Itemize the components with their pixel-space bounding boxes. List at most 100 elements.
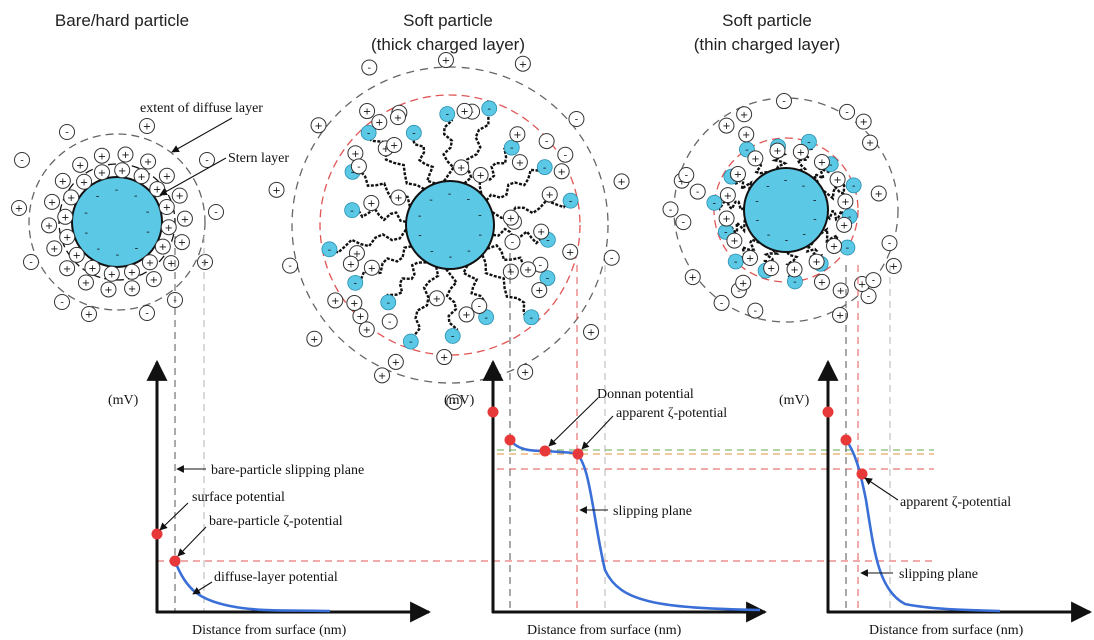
bulk-ion-sign: - (65, 128, 69, 139)
surface-charge: - (478, 230, 482, 241)
bulk-ion-sign: - (288, 261, 292, 272)
surface-charge: - (97, 244, 101, 255)
label-bare-slipping: bare-particle slipping plane (211, 463, 364, 478)
mobile-ion-sign: - (388, 317, 392, 328)
label-diffuse-layer: diffuse-layer potential (214, 570, 338, 585)
polymer-chain (411, 130, 436, 185)
surface-charge: - (449, 252, 453, 263)
p2-donnan-marker (539, 445, 551, 457)
panel3-subtitle: (thin charged layer) (694, 35, 840, 54)
p1-potential-curve (173, 560, 331, 613)
stern-cation-sign: + (98, 168, 106, 179)
bulk-ion (514, 55, 531, 72)
p2-ylabel: (mV) (444, 393, 475, 408)
mobile-ion (504, 233, 521, 250)
bulk-ion-sign: - (453, 398, 457, 409)
inner-cation-sign: + (724, 191, 732, 202)
mobile-ion-sign: + (356, 312, 364, 323)
fixed-charge (481, 100, 498, 117)
inner-cation (769, 142, 786, 159)
mobile-ion (472, 167, 489, 184)
diffuse-cation-sign: + (150, 275, 158, 286)
inner-cation-sign: + (833, 175, 841, 186)
bulk-ion (11, 200, 27, 216)
bulk-ion-sign: + (272, 185, 280, 196)
bulk-ion (199, 152, 215, 168)
bulk-ion (718, 117, 735, 134)
bulk-ion-sign: - (888, 239, 892, 250)
polymer-chain (796, 139, 813, 172)
surface-charge: - (96, 192, 100, 203)
panel3-title: Soft particle (722, 11, 812, 30)
diffuse-cation-sign: + (163, 171, 171, 182)
bulk-ion-sign: + (310, 334, 318, 345)
fixed-charge (360, 124, 377, 141)
bulk-ion (865, 272, 882, 289)
label-bare-zeta: bare-particle ζ-potential (209, 514, 343, 529)
diffuse-cation (54, 172, 71, 189)
axes-panel1 (146, 359, 432, 623)
p1-xlabel: Distance from surface (nm) (192, 623, 347, 638)
bulk-ion (268, 181, 285, 198)
inner-cation (718, 210, 735, 227)
bulk-ion (139, 118, 155, 134)
bulk-ion-sign: - (737, 286, 741, 297)
bulk-ion-sign: + (858, 280, 866, 291)
stern-cation-sign: + (128, 267, 136, 278)
bulk-ion-sign: + (314, 121, 322, 132)
arrow-apparent-zeta-thin (864, 477, 899, 501)
mobile-ion-sign: - (511, 237, 515, 248)
inner-cation (826, 237, 843, 254)
mobile-ion (428, 290, 445, 307)
surface-charge: - (134, 191, 138, 202)
p2-zeta-marker (572, 448, 584, 460)
diffuse-cation-sign: + (175, 191, 183, 202)
diffuse-cation (145, 271, 162, 288)
polymer-chain (463, 106, 490, 185)
diffuse-cation (46, 240, 63, 257)
stern-cation-sign: + (73, 251, 81, 262)
inner-cation (792, 143, 809, 160)
diffuse-layer-boundary (28, 133, 206, 311)
stern-cation-sign: + (61, 212, 69, 223)
mobile-ion (533, 223, 550, 240)
polymer-chain (486, 243, 548, 282)
mobile-ion-sign: + (394, 193, 402, 204)
bulk-ion-sign: + (739, 278, 747, 289)
label-surface-potential: surface potential (192, 490, 285, 505)
surface-charge: - (467, 246, 471, 257)
diffuse-cation-sign: + (59, 176, 67, 187)
bulk-ion-sign: - (610, 253, 614, 264)
mobile-ion (502, 263, 519, 280)
fixed-charge-sign: - (445, 110, 449, 121)
mobile-ion-sign: + (537, 227, 545, 238)
stern-cation-sign: + (165, 223, 173, 234)
diffuse-cation-sign: + (128, 284, 136, 295)
mobile-ion (531, 282, 548, 299)
mobile-ion-sign: + (457, 163, 465, 174)
bulk-ion-sign: + (519, 59, 527, 70)
bulk-ion-sign: - (720, 299, 724, 310)
p3-core-marker (840, 434, 852, 446)
mobile-ion (471, 297, 488, 314)
bulk-ion (735, 274, 752, 291)
stern-cation (160, 219, 177, 236)
surface-charge: - (418, 231, 422, 242)
mobile-ion-sign: + (507, 213, 515, 224)
mobile-ion (389, 109, 406, 126)
mobile-ion-sign: + (507, 267, 515, 278)
mobile-ion (350, 158, 367, 175)
mobile-ion (458, 306, 475, 323)
inner-cation-sign: + (790, 265, 798, 276)
mobile-ion-sign: + (557, 167, 565, 178)
bulk-ion-sign: - (669, 205, 673, 216)
bulk-ion-sign: + (818, 278, 826, 289)
label-slipping-thin: slipping plane (899, 567, 978, 582)
bulk-ion (310, 117, 327, 134)
mobile-ion (363, 195, 380, 212)
mobile-ion (520, 261, 537, 278)
inner-cation (729, 166, 746, 183)
inner-cation (719, 187, 736, 204)
mobile-ion-sign: + (353, 249, 361, 260)
